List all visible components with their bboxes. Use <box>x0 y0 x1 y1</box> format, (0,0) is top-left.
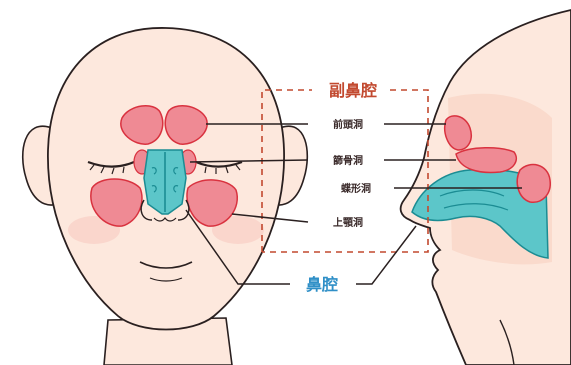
ethmoid-label: 篩骨洞 <box>333 154 363 167</box>
sphenoid-label: 蝶形洞 <box>341 182 371 195</box>
maxillary-label: 上顎洞 <box>333 216 363 229</box>
sphenoid-sinus-side <box>517 165 550 203</box>
title-label: 副鼻腔 <box>329 81 377 100</box>
front-face <box>23 28 308 365</box>
nasal-side-line <box>356 226 416 284</box>
nasal-cavity-label: 鼻腔 <box>306 275 338 294</box>
frontal-label: 前頭洞 <box>333 118 363 131</box>
